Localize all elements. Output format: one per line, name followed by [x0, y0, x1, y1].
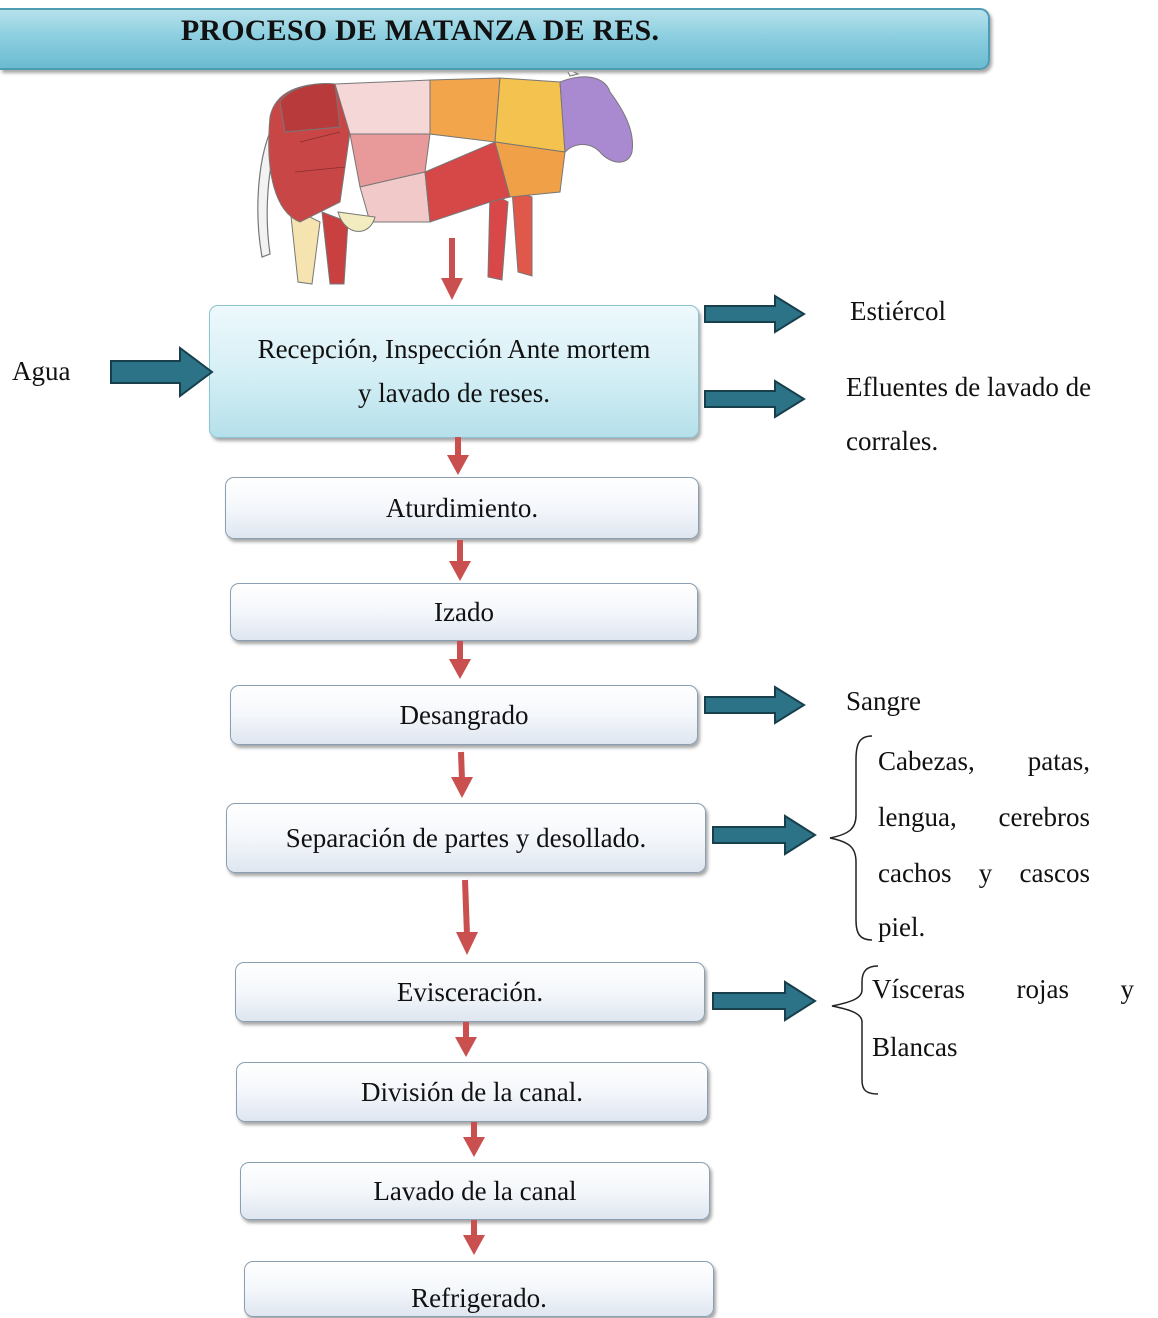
- flow-arrow-down: [449, 659, 471, 679]
- output-partes-1: Cabezas, patas,: [878, 746, 1090, 776]
- step-division-label: División de la canal.: [361, 1076, 583, 1107]
- flow-arrow-down: [455, 1037, 477, 1057]
- step-izado-label: Izado: [434, 596, 494, 627]
- flow-arrow-down: [449, 561, 471, 581]
- step-refrigerado-label: Refrigerado.: [411, 1283, 547, 1313]
- flow-arrow-down: [463, 1137, 485, 1157]
- flow-arrow-down: [462, 879, 470, 936]
- step-separacion: Separación de partes y desollado.: [226, 803, 706, 873]
- arrow-sangre-out: [704, 685, 806, 725]
- step-evisceracion-label: Evisceración.: [396, 976, 544, 1007]
- step-refrigerado: Refrigerado.: [244, 1261, 714, 1317]
- arrow-partes-out: [712, 814, 817, 856]
- flow-arrow-down: [447, 455, 469, 475]
- output-efluentes-1: Efluentes de lavado de: [846, 372, 1092, 402]
- input-agua: Agua: [12, 356, 71, 386]
- flow-arrows: [441, 238, 485, 1255]
- flow-arrow-down: [441, 278, 463, 300]
- output-partes-2: lengua, cerebros: [878, 802, 1090, 832]
- output-sangre: Sangre: [846, 686, 921, 716]
- step-recepcion-label: Recepción, Inspección Ante mortem y lava…: [257, 334, 651, 408]
- step-recepcion: Recepción, Inspección Ante mortem y lava…: [209, 305, 699, 438]
- output-estiercol: Estiércol: [850, 296, 946, 326]
- flow-arrow-down: [451, 777, 473, 798]
- output-visceras-1: Vísceras rojas y: [872, 974, 1134, 1004]
- flow-arrow-down: [463, 1235, 485, 1255]
- brace-visceras: [831, 965, 879, 1095]
- arrow-efluentes-out: [704, 379, 806, 419]
- step-division: División de la canal.: [236, 1062, 708, 1122]
- page-title: PROCESO DE MATANZA DE RES.: [180, 14, 660, 47]
- side-arrows: [110, 294, 817, 1022]
- step-izado: Izado: [230, 583, 698, 641]
- flow-arrow-down: [458, 751, 465, 781]
- step-aturdimiento-label: Aturdimiento.: [385, 492, 539, 523]
- step-separacion-label: Separación de partes y desollado.: [285, 822, 647, 853]
- arrow-visceras-out: [712, 980, 817, 1022]
- step-evisceracion: Evisceración.: [235, 962, 705, 1022]
- step-lavado-canal-label: Lavado de la canal: [373, 1175, 577, 1206]
- flow-arrow-down: [456, 932, 478, 955]
- brace-partes: [829, 735, 873, 941]
- step-aturdimiento: Aturdimiento.: [225, 477, 699, 539]
- beef-cuts-cow-icon: [257, 72, 634, 285]
- output-visceras-2: Blancas: [872, 1032, 958, 1062]
- arrow-estiercol-out: [704, 294, 806, 334]
- output-efluentes-2: corrales.: [846, 426, 939, 456]
- step-lavado-canal: Lavado de la canal: [240, 1162, 710, 1220]
- title-banner: [0, 8, 990, 70]
- output-partes-4: piel.: [878, 912, 926, 942]
- step-desangrado: Desangrado: [230, 685, 698, 745]
- step-desangrado-label: Desangrado: [399, 699, 529, 730]
- arrow-agua-in: [110, 346, 214, 398]
- output-partes-3: cachos y cascos: [878, 858, 1090, 888]
